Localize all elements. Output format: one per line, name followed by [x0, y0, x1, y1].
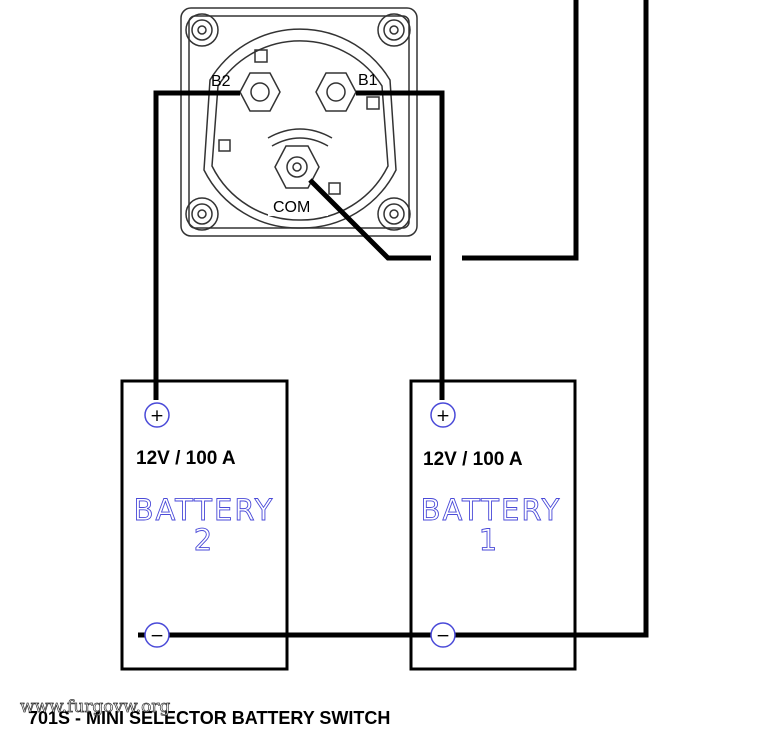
- wire-b1-to-battery-1-positive: [356, 90, 445, 400]
- battery-1-case: [409, 379, 577, 671]
- battery-2-case: [120, 379, 289, 671]
- mount-screw-icon: [185, 13, 219, 47]
- minus-icon: −: [150, 626, 164, 646]
- wire-com-to-load: [308, 178, 431, 261]
- rivet-icon: [218, 139, 231, 152]
- terminal-com-label: COM: [273, 199, 310, 216]
- battery-2-positive-terminal: +: [144, 402, 170, 428]
- wires: [138, 0, 649, 638]
- terminal-b1-label: B1: [358, 72, 378, 89]
- selector-arc-indicator: [267, 128, 333, 139]
- mount-screw-icon: [185, 197, 219, 231]
- battery-2-label-word: BATTERY: [134, 493, 275, 527]
- battery-1-rating: 12V / 100 A: [423, 449, 523, 470]
- mount-screw-icon: [377, 197, 411, 231]
- com-label-backdrop: [268, 194, 328, 216]
- battery-1-label-word: BATTERY: [421, 493, 562, 527]
- diagram-title: 701S - MINI SELECTOR BATTERY SWITCH: [28, 708, 390, 728]
- watermark: www.furgovw.org: [20, 697, 170, 717]
- battery-2-rating: 12V / 100 A: [136, 448, 236, 469]
- rivet-icon: [328, 182, 341, 195]
- mount-screw-icon: [377, 13, 411, 47]
- minus-icon: −: [436, 626, 450, 646]
- wire-load-return: [462, 0, 579, 261]
- wire-negative-ground: [138, 0, 649, 638]
- selector-arc-indicator-inner: [271, 137, 329, 147]
- battery-1: + − 12V / 100 A BATTERY 1: [409, 379, 577, 671]
- battery-1-negative-terminal: −: [430, 622, 456, 648]
- battery-2-label-number: 2: [194, 523, 214, 557]
- battery-2: + − 12V / 100 A BATTERY 2: [120, 379, 289, 671]
- plus-icon: +: [150, 406, 164, 426]
- switch-dial: [203, 28, 397, 229]
- wire-b2-to-battery-2-positive: [153, 90, 240, 400]
- terminal-b2-nut-icon: [239, 72, 281, 112]
- rivet-icon: [254, 49, 268, 63]
- terminal-b1-nut-icon: [315, 72, 357, 112]
- battery-1-label-number: 1: [479, 523, 499, 557]
- battery-2-negative-terminal: −: [144, 622, 170, 648]
- plus-icon: +: [436, 406, 450, 426]
- battery-1-positive-terminal: +: [430, 402, 456, 428]
- rivet-icon: [366, 96, 380, 110]
- terminal-com-nut-icon: [274, 145, 320, 189]
- terminal-b2-label: B2: [211, 73, 231, 90]
- switch-housing: [180, 7, 418, 237]
- switch-dial-inner: [211, 40, 389, 221]
